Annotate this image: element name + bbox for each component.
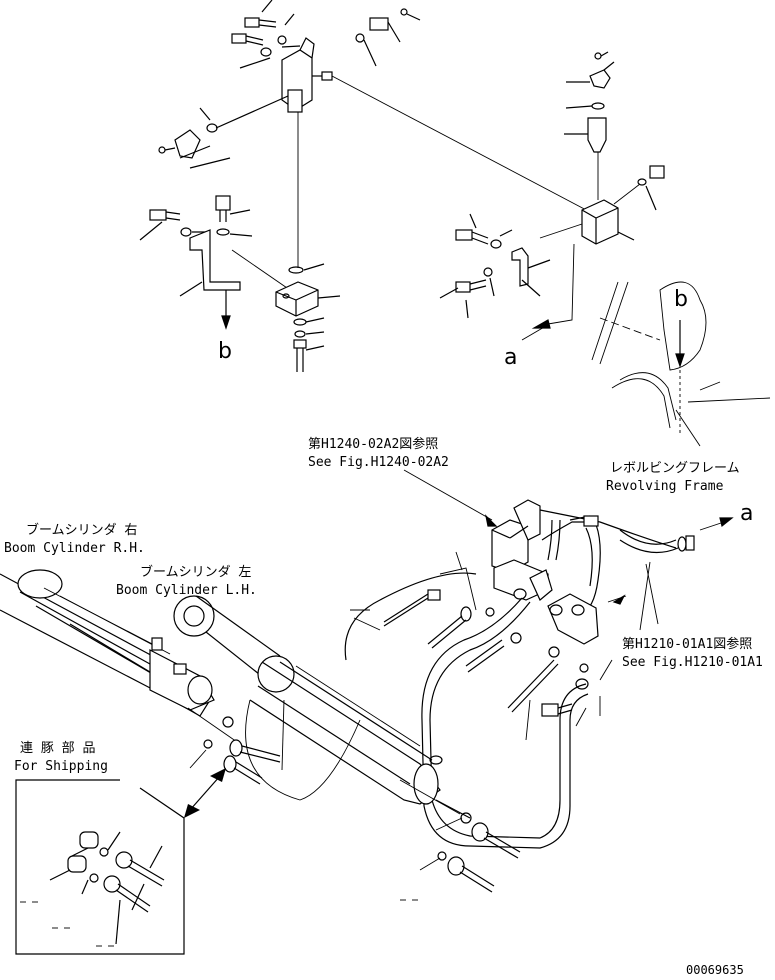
revolving-frame-jp: レボルビングフレーム [610,461,740,476]
ref-h1210-jp: 第H1210-01A1図参照 [622,636,752,652]
upper-left-valve-assembly [139,0,591,372]
upper-right-valve-assembly [439,51,665,341]
drawing-number: 00069635 [686,963,744,977]
view-a-label-right: a [740,501,753,526]
view-b-label-frame: b [674,287,688,312]
boom-cylinder-lh-en: Boom Cylinder L.H. [116,583,257,598]
frame-detail-view [591,281,771,447]
boom-cylinder-rh-en: Boom Cylinder R.H. [4,541,145,556]
shipping-parts-box [15,779,185,955]
center-valve-assembly [344,469,734,849]
shipping-label-jp: 連 豚 部 品 [20,741,95,756]
boom-cylinder-lh [173,595,471,819]
view-a-label-top: a [504,345,517,370]
view-b-label-top: b [218,339,232,364]
ref-h1240-en: See Fig.H1240-02A2 [308,455,449,470]
shipping-label-en: For Shipping [14,759,108,774]
boom-cylinder-rh-jp: ブームシリンダ 右 [26,522,137,538]
ref-h1240-jp: 第H1240-02A2図参照 [308,436,438,452]
shipping-arrow [184,768,226,818]
boom-cylinder-lh-jp: ブームシリンダ 左 [140,564,251,580]
ref-h1210-en: See Fig.H1210-01A1 [622,655,763,670]
revolving-frame-en: Revolving Frame [606,479,724,494]
cylinder-fittings [189,716,521,893]
boom-cylinder-rh [0,569,241,745]
